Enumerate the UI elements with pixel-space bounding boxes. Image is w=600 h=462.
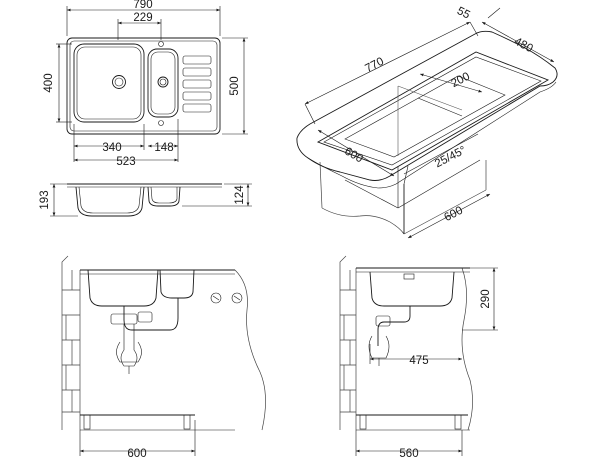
side-section-view: 193 124: [39, 183, 252, 217]
valve-2: [231, 292, 243, 304]
dim-iso-corner-radius: 25/45°: [433, 144, 468, 170]
dim-main-bowl-height: 193: [39, 190, 51, 209]
tap-hole: [158, 41, 164, 47]
dim-bowl-depth: 400: [43, 73, 55, 92]
dim-iso-small-bowl: 200: [449, 71, 472, 90]
dim-front-cabinet-width: 600: [127, 448, 146, 460]
top-view: 790 229 400 500 340 148 523: [43, 0, 248, 168]
cabinet-legs-front: [80, 414, 235, 431]
side-install-view: 290 475 560: [339, 255, 498, 460]
dim-iso-side-cabinet: 600: [442, 205, 465, 224]
small-bowl-section: [147, 186, 181, 207]
main-bowl-section: [75, 186, 145, 217]
dim-small-bowl-height: 124: [234, 185, 246, 205]
drainer-ribs: [182, 55, 212, 113]
sink-side-section: [369, 271, 455, 307]
dim-overall-width: 790: [133, 0, 152, 11]
dim-sink-height: 290: [480, 289, 492, 308]
dim-overall-depth: 500: [229, 76, 241, 95]
cabinet-legs-side: [356, 414, 470, 431]
dim-iso-front-cabinet: 600: [342, 145, 365, 165]
small-drain: [157, 76, 169, 88]
dim-small-bowl-width: 148: [154, 142, 173, 154]
valve-1: [210, 292, 222, 304]
main-bowl-front: [87, 269, 159, 307]
brick-wall-side: [339, 255, 357, 430]
dim-main-bowl-width: 340: [102, 142, 121, 154]
dim-iso-depth: 480: [512, 36, 535, 56]
dim-drain-offset: 475: [409, 355, 428, 367]
main-drain: [112, 75, 126, 89]
isometric-view: 770 55 480 200 600 25/45° 600: [296, 5, 558, 239]
cabinet-section-right: [234, 269, 266, 431]
drain-trap: [110, 298, 179, 374]
dim-iso-length: 770: [363, 56, 386, 75]
side-drain-trap: [368, 306, 411, 366]
sink-outline-top: [66, 37, 221, 135]
cabinet-section-front: [461, 267, 473, 431]
dim-cabinet-depth: 560: [399, 448, 418, 460]
main-bowl-top: [73, 43, 145, 123]
dim-bowl-spacing: 229: [133, 12, 152, 24]
small-bowl-top: [147, 48, 179, 118]
front-install-view: 600: [61, 255, 266, 460]
brick-wall-left: [61, 255, 81, 430]
dim-bowls-total-width: 523: [116, 156, 135, 168]
dim-iso-edge-offset: 55: [455, 5, 472, 22]
